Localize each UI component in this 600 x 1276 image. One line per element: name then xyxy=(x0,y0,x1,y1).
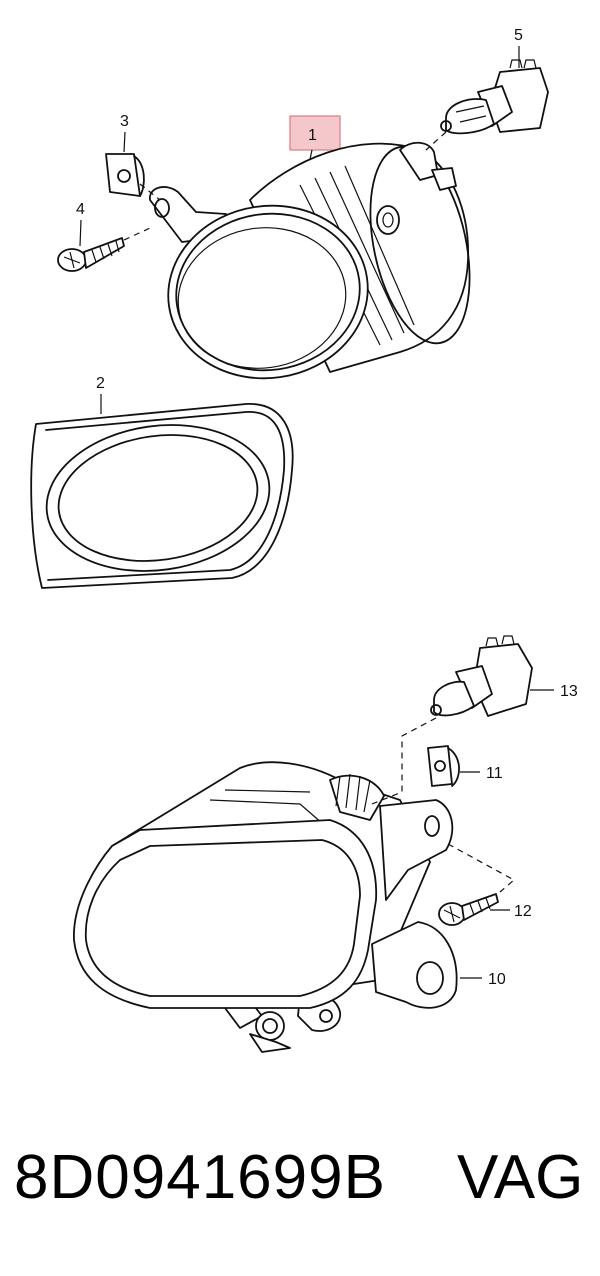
callout-13-label: 13 xyxy=(560,683,578,700)
callout-11[interactable]: 11 xyxy=(460,765,503,782)
callout-1-highlight xyxy=(289,115,341,151)
callout-3[interactable]: 3 xyxy=(120,113,129,153)
clip-part-11 xyxy=(427,745,460,787)
bezel-trim-part-2 xyxy=(30,403,294,589)
callout-10-label: 10 xyxy=(488,971,506,988)
fog-lamp-housing-lower xyxy=(73,761,458,1053)
part-number: 8D0941699B xyxy=(14,1143,386,1212)
callout-2-label: 2 xyxy=(96,375,105,392)
callout-5-label: 5 xyxy=(514,27,523,44)
clip-nut-part-3 xyxy=(105,153,145,197)
callout-2[interactable]: 2 xyxy=(96,375,105,414)
callout-13[interactable]: 13 xyxy=(530,683,578,700)
callout-12[interactable]: 12 xyxy=(490,903,532,920)
callout-3-label: 3 xyxy=(120,113,129,130)
brand-name: VAG xyxy=(457,1143,584,1212)
screw-part-12 xyxy=(438,893,499,926)
callout-4-label: 4 xyxy=(76,201,85,218)
callout-4[interactable]: 4 xyxy=(76,201,85,247)
fog-lamp-housing xyxy=(149,141,471,380)
bulb-part-13 xyxy=(430,635,533,717)
callout-11-label: 11 xyxy=(486,765,503,782)
screw-part-4 xyxy=(57,237,125,272)
callout-5[interactable]: 5 xyxy=(514,27,523,68)
callout-1-label: 1 xyxy=(308,127,317,144)
bulb-part-5 xyxy=(440,59,549,135)
callout-12-label: 12 xyxy=(514,903,532,920)
callout-10[interactable]: 10 xyxy=(460,971,506,988)
